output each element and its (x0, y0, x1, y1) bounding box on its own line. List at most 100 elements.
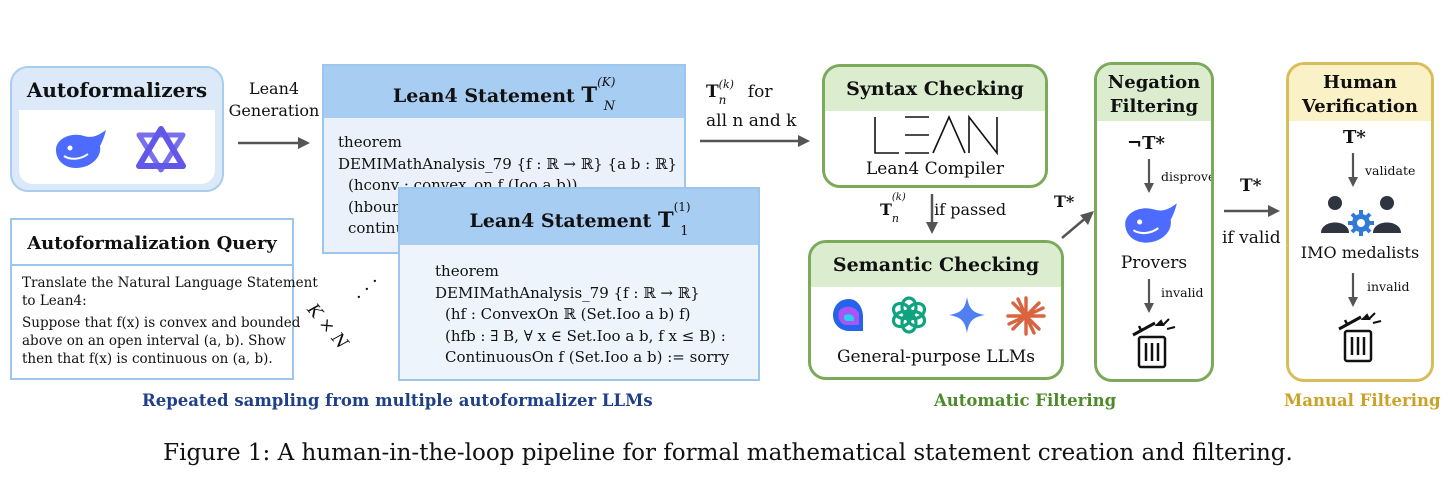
autoformalizers-title: Autoformalizers (26, 78, 208, 102)
if-passed-label: Tn (k) if passed (880, 192, 1007, 226)
validate-arrow (1348, 153, 1358, 187)
for-all-text1: for (747, 82, 773, 102)
negation-title: Negation Filtering (1097, 71, 1211, 119)
if-passed-sub: n (891, 212, 899, 226)
statement-back-sup: (K) (597, 75, 616, 89)
tstar-arrow-label: T* (1054, 192, 1075, 211)
qwen-logo-icon (136, 126, 186, 173)
statement-front-sub: 1 (680, 223, 689, 239)
statement-front-code: theorem DEMIMathAnalysis_79 {f : ℝ → ℝ} … (435, 261, 729, 369)
for-all-label: Tn (k) for all n and k (706, 78, 797, 133)
negation-title-line2: Filtering (1109, 96, 1199, 117)
syntax-header (825, 67, 1045, 111)
code-line: DEMIMathAnalysis_79 {f : ℝ → ℝ} {a b : ℝ… (338, 154, 677, 173)
statement-back-sub: N (603, 98, 616, 114)
human-invalid-label: invalid (1367, 279, 1410, 294)
query-body: Translate the Natural Language Statement… (22, 274, 318, 368)
deepseek-whale-icon (1125, 203, 1177, 243)
to-semantic-arrow (926, 194, 938, 234)
human-title-line1: Human (1323, 72, 1397, 93)
validate-label: validate (1365, 163, 1416, 178)
semantic-caption: General-purpose LLMs (836, 347, 1036, 367)
code-line: ContinuousOn f (Set.Ioo a b) := sorry (445, 348, 730, 366)
generation-arrow (238, 137, 310, 149)
gemini-icon (949, 297, 985, 333)
statement-back-box: Lean4 Statement T N (K) theorem DEMIMathA… (322, 64, 686, 254)
trash-icon (1132, 318, 1176, 369)
semantic-title: Semantic Checking (832, 254, 1040, 276)
disprove-label: disprove (1161, 169, 1214, 184)
statement-back-title-text: Lean4 Statement (392, 85, 575, 107)
to-human-arrow (1224, 205, 1280, 217)
claude-icon (1006, 296, 1046, 336)
statement-front-box: Lean4 Statement T 1 (1) theorem DEMIMathA… (398, 187, 760, 381)
statement-front-sup: (1) (673, 200, 691, 214)
query-line: above on an open interval (a, b). Show (22, 333, 286, 349)
to-syntax-arrow (700, 135, 810, 147)
negation-title-line1: Negation (1107, 72, 1201, 93)
medalists-label: IMO medalists (1300, 243, 1420, 262)
human-title-line2: Verification (1301, 96, 1419, 117)
statement-back-header (324, 66, 684, 118)
for-all-sub: n (718, 93, 727, 108)
repeated-sampling-caption: Repeated sampling from multiple autoform… (142, 391, 653, 410)
deepseek-whale-icon (56, 130, 106, 168)
manual-filtering-caption: Manual Filtering (1284, 391, 1441, 410)
negation-box: Negation Filtering ¬T* disprove Provers … (1094, 62, 1214, 382)
trash-icon (1338, 312, 1382, 363)
openai-icon (891, 296, 927, 334)
query-box: Autoformalization Query Translate the Na… (10, 218, 318, 380)
provers-label: Provers (1120, 253, 1188, 273)
disprove-arrow (1144, 159, 1154, 193)
statement-front-title-text: Lean4 Statement (469, 210, 652, 232)
figure-caption: Figure 1: A human-in-the-loop pipeline f… (163, 440, 1293, 466)
lean-logo-icon (874, 115, 998, 155)
code-line: continu (348, 219, 406, 237)
semantic-box: Semantic Checking (808, 240, 1064, 380)
code-line: theorem (435, 262, 499, 280)
autoformalizers-box: Autoformalizers (10, 66, 224, 192)
code-line: (hfb : ∃ B, ∀ x ∈ Set.Ioo a b, f x ≤ B) … (445, 326, 726, 345)
if-passed-text: if passed (934, 200, 1007, 219)
statement-front-title: Lean4 Statement T 1 (1) (400, 200, 758, 239)
semantic-header (811, 243, 1061, 287)
if-passed-symbol: T (880, 200, 892, 219)
to-negation-arrow (1061, 211, 1094, 239)
statement-back-symbol: T (581, 82, 598, 107)
if-passed-sup: (k) (891, 192, 906, 203)
code-line: (hboun (348, 197, 402, 216)
query-line: to Lean4: (22, 293, 87, 309)
human-title: Human Verification (1289, 71, 1431, 119)
syntax-title: Syntax Checking (846, 78, 1024, 100)
statement-front-header (400, 189, 758, 245)
invalid-arrow (1144, 279, 1154, 313)
human-header (1289, 65, 1431, 121)
human-invalid-arrow (1348, 273, 1358, 307)
lean4-generation-label: Lean4 Generation (228, 78, 320, 122)
automatic-filtering-caption: Automatic Filtering (934, 391, 1117, 410)
for-all-symbol: T (706, 82, 719, 102)
statement-back-title: Lean4 Statement T N (K) (324, 75, 684, 114)
human-box: Human Verification T* validate IMO medal… (1286, 62, 1434, 382)
statement-front-symbol: T (657, 207, 674, 232)
query-header (12, 220, 292, 266)
code-line: DEMIMathAnalysis_79 {f : ℝ → ℝ} (435, 283, 700, 302)
query-line: Suppose that f(x) is convex and bounded (22, 315, 301, 331)
lean4-generation-line2: Generation (228, 101, 320, 120)
for-all-text2: all n and k (706, 111, 797, 132)
stack-dots: · · · (356, 271, 378, 308)
for-all-sup: (k) (718, 78, 734, 91)
negation-header (1097, 65, 1211, 121)
if-valid-symbol: T* (1240, 176, 1262, 196)
code-line: (hf : ConvexOn ℝ (Set.Ioo a b) f) (445, 305, 691, 323)
query-line: then that f(x) is continuous on (a, b). (22, 351, 273, 367)
negation-invalid-label: invalid (1161, 285, 1204, 300)
query-title: Autoformalization Query (27, 233, 277, 254)
code-line: theorem (338, 133, 402, 151)
if-valid-text: if valid (1222, 228, 1281, 248)
copilot-icon (833, 299, 863, 331)
lean4-generation-line1: Lean4 (248, 79, 300, 98)
autoformalizers-inner (19, 110, 215, 184)
syntax-caption: Lean4 Compiler (866, 159, 1004, 179)
